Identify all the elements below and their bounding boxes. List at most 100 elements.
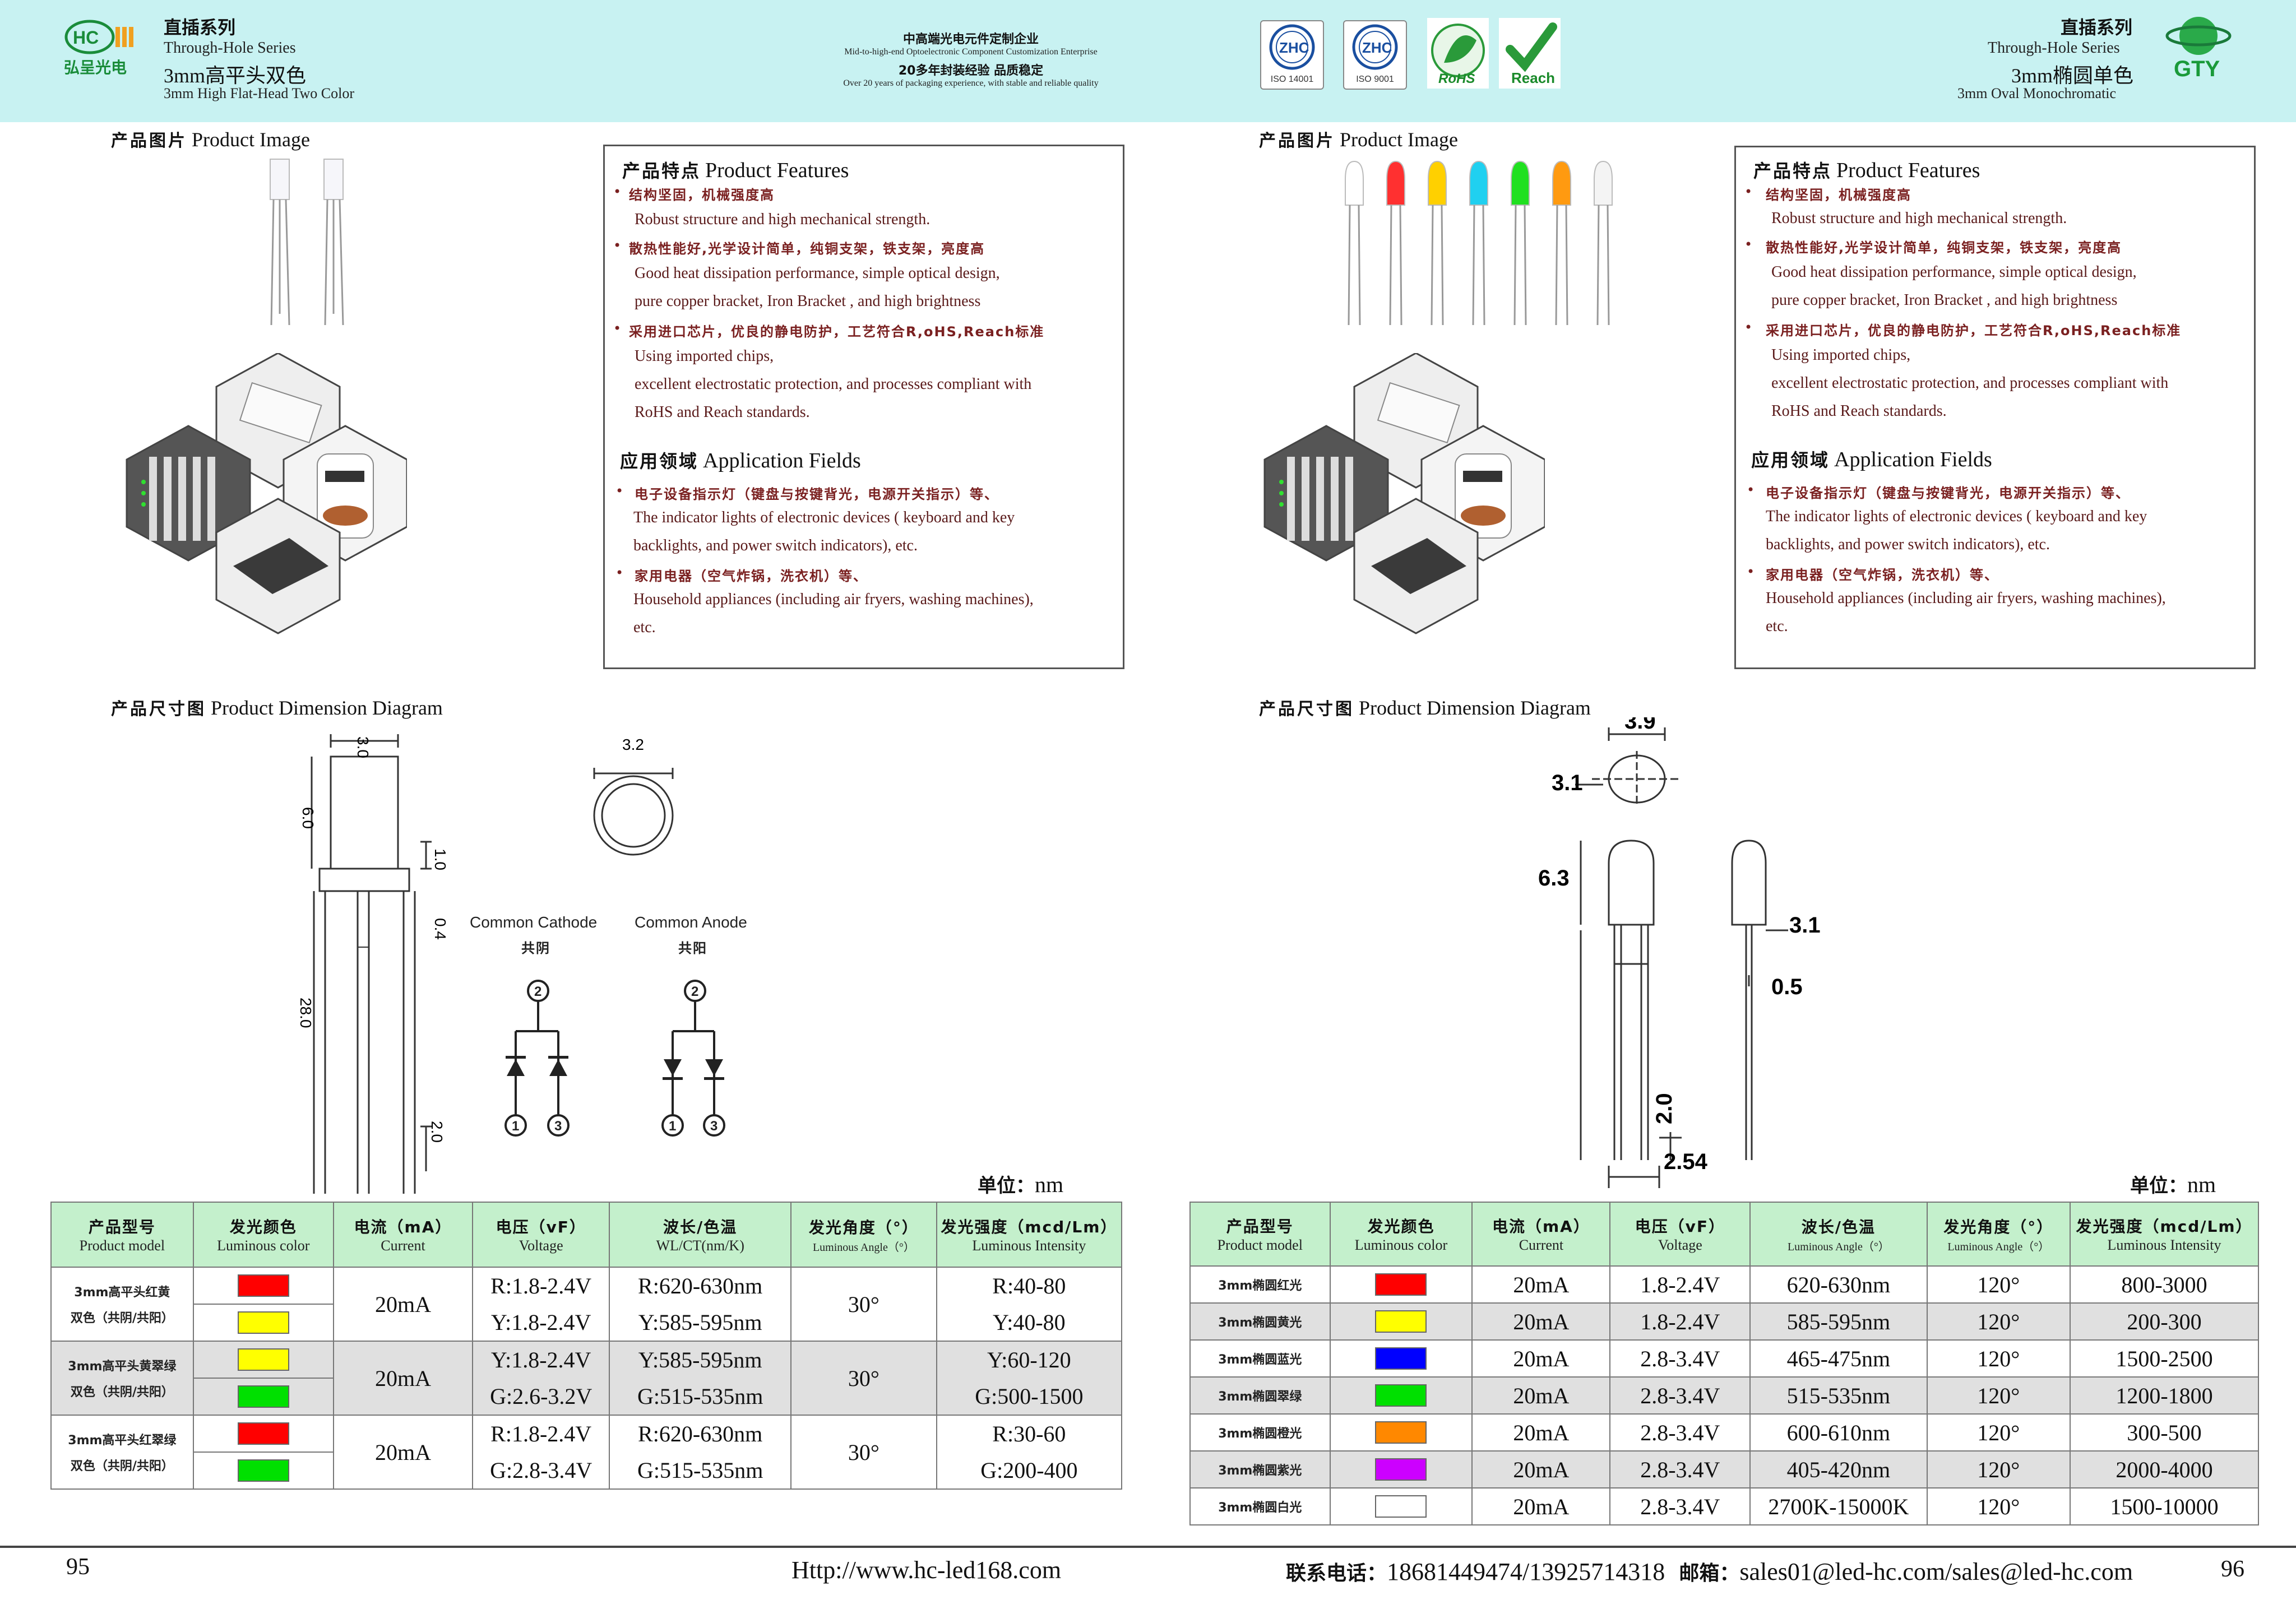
color-cell xyxy=(1329,1413,1473,1452)
voltage-cell: 2.8-3.4V xyxy=(1609,1339,1751,1378)
right-feature-3-en-2: excellent electrostatic protection, and … xyxy=(1771,374,2169,392)
dim-d: 3.2 xyxy=(622,736,644,753)
right-app-2-en-1: Household appliances (including air frye… xyxy=(1766,590,2166,607)
voltage-cell: 1.8-2.4V xyxy=(1609,1265,1751,1304)
table-row: 3mm高平头红黄双色（共阴/共阳） 20mA R:1.8-2.4V R:620-… xyxy=(50,1267,1123,1342)
cert-iso9001-label: ISO 9001 xyxy=(1356,75,1394,84)
page-number-right: 96 xyxy=(2221,1556,2244,1582)
phone-number: 18681449474/13925714318 xyxy=(1387,1558,1665,1585)
svg-text:1: 1 xyxy=(512,1119,519,1134)
color-swatch xyxy=(1375,1384,1427,1407)
dim-h: 6.3 xyxy=(1538,866,1570,891)
svg-text:3: 3 xyxy=(710,1119,718,1134)
wavelength-cell: 465-475nm xyxy=(1749,1339,1928,1378)
svg-text:1: 1 xyxy=(669,1119,676,1134)
intensity-cell: 300-500 xyxy=(2069,1413,2260,1452)
model-cell: 3mm椭圆紫光 xyxy=(1189,1450,1331,1488)
dim-a: 1.0 xyxy=(432,848,449,870)
color-cell xyxy=(1329,1450,1473,1488)
wavelength-cell: 620-630nm xyxy=(1749,1265,1928,1304)
intensity-cell: 1500-2500 xyxy=(2069,1339,2260,1378)
wavelength-cell: 405-420nm xyxy=(1749,1450,1928,1488)
right-feature-3-cn: 采用进口芯片，优良的静电防护，工艺符合R,oHS,Reach标准 xyxy=(1766,323,2182,338)
led-2 xyxy=(1428,160,1447,326)
color-swatch xyxy=(1375,1347,1427,1370)
color-swatch xyxy=(237,1274,289,1297)
right-image-title: 产品图片 Product Image xyxy=(1259,128,1458,151)
right-features-box xyxy=(1734,146,2256,669)
current-cell: 20mA xyxy=(1471,1487,1611,1525)
left-apps-title: 应用领域 Application Fields xyxy=(620,449,861,472)
right-series-en: Through-Hole Series xyxy=(1988,39,2120,57)
svg-text:2: 2 xyxy=(534,984,541,999)
wavelength-cell: 585-595nm xyxy=(1749,1302,1928,1341)
color-swatch xyxy=(1375,1458,1427,1481)
left-series-cn: 直插系列 xyxy=(164,17,236,38)
right-feature-1-cn: 结构坚固，机械强度高 xyxy=(1766,187,1911,203)
intensity-cell: 1500-10000 xyxy=(2069,1487,2260,1525)
model-cell: 3mm椭圆蓝光 xyxy=(1189,1339,1331,1378)
voltage-cell: 1.8-2.4V xyxy=(1609,1302,1751,1341)
voltage-cell: 2.8-3.4V xyxy=(1609,1450,1751,1488)
right-feature-1-en: Robust structure and high mechanical str… xyxy=(1771,210,2067,227)
right-feature-2-en-2: pure copper bracket, Iron Bracket , and … xyxy=(1771,291,2118,309)
color-swatch xyxy=(1375,1495,1427,1518)
wavelength-cell: 600-610nm xyxy=(1749,1413,1928,1452)
led-3 xyxy=(1469,160,1488,326)
angle-cell: 120° xyxy=(1926,1487,2071,1525)
angle-cell: 120° xyxy=(1926,1302,2071,1341)
wavelength-cell: 2700K-15000K xyxy=(1749,1487,1928,1525)
right-product-en: 3mm Oval Monochromatic xyxy=(1957,85,2117,101)
left-feature-1-en: Robust structure and high mechanical str… xyxy=(635,211,931,228)
table-row: 3mm高平头红翠绿双色（共阴/共阳） 20mA R:1.8-2.4V R:620… xyxy=(50,1415,1123,1490)
common-anode-label: Common Anode xyxy=(635,913,747,931)
left-app-2-en-1: Household appliances (including air frye… xyxy=(633,591,1034,608)
left-feature-2-en-1: Good heat dissipation performance, simpl… xyxy=(635,265,1000,282)
color-cell xyxy=(1329,1487,1473,1525)
header-tagline-4: Over 20 years of packaging experience, w… xyxy=(843,78,1099,88)
dim-a: 3.1 xyxy=(1552,771,1583,795)
current-cell: 20mA xyxy=(1471,1413,1611,1452)
model-cell: 3mm椭圆白光 xyxy=(1189,1487,1331,1525)
right-app-1-en-1: The indicator lights of electronic devic… xyxy=(1766,508,2147,525)
table-row: Y:1.8-2.4V Y:585-595nm Y:40-80 xyxy=(51,1304,1123,1342)
right-led-product-photo xyxy=(1345,160,1613,326)
left-application-collage xyxy=(126,353,407,634)
svg-text:Reach: Reach xyxy=(1511,69,1555,86)
left-feature-3-en-3: RoHS and Reach standards. xyxy=(635,404,810,421)
left-series-en: Through-Hole Series xyxy=(164,39,296,57)
color-cell xyxy=(1329,1376,1473,1415)
right-dim-title: 产品尺寸图 Product Dimension Diagram xyxy=(1259,697,1591,719)
svg-text:ZHC: ZHC xyxy=(1362,39,1392,56)
left-feature-3-cn: 采用进口芯片，优良的静电防护，工艺符合R,oHS,Reach标准 xyxy=(629,324,1045,340)
right-features-title: 产品特点 Product Features xyxy=(1753,159,1980,182)
right-app-2-cn: 家用电器（空气炸锅，洗衣机）等、 xyxy=(1766,567,1999,583)
reach-badge: Reach xyxy=(1499,18,1561,89)
left-image-title: 产品图片 Product Image xyxy=(111,128,310,151)
server-hex xyxy=(126,425,251,562)
website-link[interactable]: Http://www.hc-led168.com xyxy=(791,1556,1062,1584)
color-swatch xyxy=(237,1348,289,1371)
hc-logo-icon: HC 弘呈光电 xyxy=(64,20,133,77)
led-6 xyxy=(1594,160,1613,326)
dim-b: 0.4 xyxy=(432,918,449,940)
table-row: G:2.6-3.2V G:515-535nm G:500-1500 xyxy=(51,1378,1123,1416)
svg-text:RoHS: RoHS xyxy=(1438,71,1475,86)
rohs-leaf-icon: RoHS xyxy=(1431,24,1485,86)
current-cell: 20mA xyxy=(1471,1265,1611,1304)
color-cell xyxy=(1329,1302,1473,1341)
left-product-cn: 3mm高平头双色 xyxy=(164,64,307,87)
left-feature-1-cn: 结构坚固，机械强度高 xyxy=(629,187,775,203)
server-hex xyxy=(1263,425,1389,562)
current-cell: 20mA xyxy=(1471,1450,1611,1488)
voltage-cell: 2.8-3.4V xyxy=(1609,1376,1751,1415)
left-app-1-en-1: The indicator lights of electronic devic… xyxy=(633,509,1015,526)
model-cell: 3mm椭圆红光 xyxy=(1189,1265,1331,1304)
color-swatch xyxy=(1375,1310,1427,1333)
intensity-cell: 800-3000 xyxy=(2069,1265,2260,1304)
angle-cell: 120° xyxy=(1926,1413,2071,1452)
